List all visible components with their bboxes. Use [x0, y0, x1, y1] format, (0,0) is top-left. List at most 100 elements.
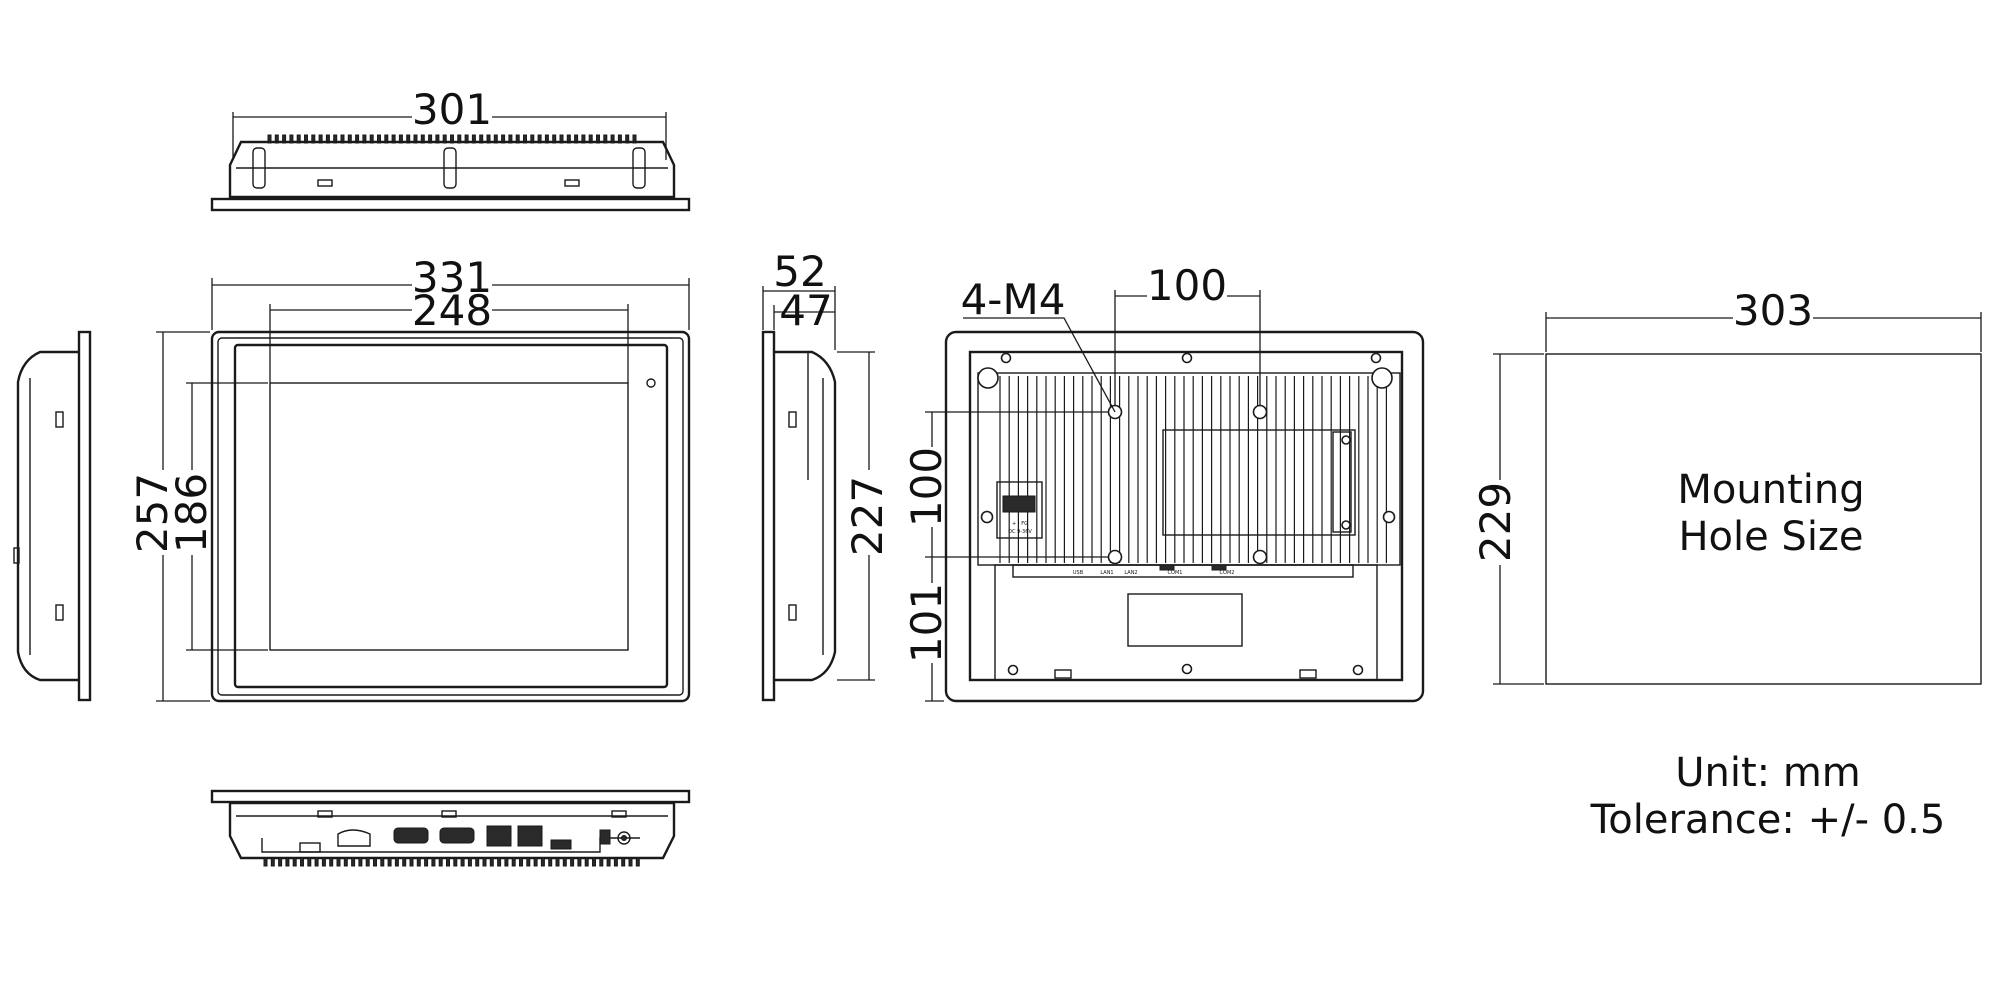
- hole-callout-label: 4-M4: [961, 275, 1066, 324]
- bottom-view-fin: [336, 857, 341, 867]
- bottom-view-fin: [278, 857, 283, 867]
- mounting-cutout: Mounting Hole Size 303 229: [1471, 286, 1982, 685]
- left-side-clip-2: [55, 604, 64, 621]
- front-bezel: [210, 330, 691, 703]
- left-side-view: [13, 330, 92, 702]
- dim-vesa-h-label: 100: [1147, 261, 1227, 310]
- cutout-title-line2: Hole Size: [1678, 514, 1863, 560]
- bottom-view-fin: [300, 857, 304, 867]
- bottom-view-body: [228, 801, 676, 860]
- top-view-standoff-1: [252, 147, 266, 189]
- top-view-fins: [267, 134, 637, 144]
- rear-com2-tab: [1211, 564, 1227, 571]
- rear-bracket-screw-top: [1341, 435, 1351, 445]
- dim-303-label: 303: [1733, 286, 1813, 335]
- rear-io-strip: [1012, 564, 1354, 578]
- bottom-io-cover: [337, 829, 371, 847]
- right-side-clip-1: [788, 411, 797, 428]
- dim-52-label: 52: [773, 247, 826, 296]
- bottom-view-fin: [475, 857, 480, 867]
- bottom-view-fin: [351, 857, 356, 867]
- rear-com1-label: COM1: [1168, 570, 1183, 576]
- bottom-view-fin: [424, 857, 429, 867]
- right-side-body: [774, 350, 837, 682]
- bottom-com2-port: [439, 827, 475, 844]
- bottom-view-fin: [526, 857, 531, 867]
- bottom-view-fin: [621, 857, 626, 867]
- top-view-clip-2: [564, 179, 580, 187]
- rear-label-area: [1162, 429, 1356, 536]
- rear-corner-boss-right: [1371, 367, 1393, 389]
- left-side-clip-1: [55, 411, 64, 428]
- dim-101-label: 101: [902, 583, 951, 663]
- front-bezel-inner: [217, 337, 684, 696]
- top-view: 301: [210, 85, 691, 212]
- bottom-view-fin: [592, 857, 596, 867]
- bottom-view-fin: [584, 857, 589, 867]
- rear-screw-bottom-right: [1352, 664, 1364, 676]
- bottom-view-fin: [533, 857, 538, 867]
- rear-bracket-screw-bottom: [1341, 520, 1351, 530]
- bottom-lan2-port: [517, 825, 543, 847]
- rear-view: + - FG DC 9-36V USB LAN1 LAN2 COM1 COM2 …: [902, 261, 1425, 703]
- rear-bezel: [944, 330, 1425, 703]
- bottom-view-fin: [635, 857, 640, 867]
- dim-vesa-v-label: 100: [902, 447, 951, 527]
- dim-229-label: 229: [1471, 482, 1520, 562]
- bottom-view-fin: [394, 857, 399, 867]
- unit-note: Unit: mm: [1675, 750, 1861, 796]
- bottom-view-fin: [570, 857, 575, 867]
- bottom-view-fin: [365, 857, 370, 867]
- rear-usb-label: USB: [1073, 570, 1084, 576]
- rear-screw-top-left: [1000, 352, 1012, 364]
- dim-227-label: 227: [843, 476, 892, 556]
- bottom-view-fin: [373, 857, 377, 867]
- bottom-view-fin: [387, 857, 392, 867]
- top-view-bezel: [210, 197, 691, 212]
- front-led-indicator: [646, 378, 656, 388]
- bottom-view-fin: [431, 857, 436, 867]
- bottom-dc-terminal: [599, 829, 611, 845]
- bottom-view-fin: [489, 857, 494, 867]
- rear-com1-tab: [1159, 564, 1175, 571]
- rear-sticker-area: [1127, 593, 1243, 647]
- bottom-view-fin: [416, 857, 421, 867]
- bottom-view-fin: [446, 857, 450, 867]
- bottom-lan1-port: [486, 825, 512, 847]
- rear-screw-top-center: [1181, 352, 1193, 364]
- bottom-view-fin: [460, 857, 465, 867]
- rear-bracket: [1332, 431, 1352, 533]
- bottom-view-fin: [380, 857, 385, 867]
- top-view-body: [228, 140, 676, 199]
- bottom-view-fin: [270, 857, 275, 867]
- bottom-view-fin: [285, 857, 290, 867]
- front-view: 331 248 257 186: [128, 253, 691, 703]
- rear-lower-clip-2: [1299, 669, 1317, 679]
- rear-com2-label: COM2: [1220, 570, 1235, 576]
- bottom-view-fin: [329, 857, 334, 867]
- left-side-body: [16, 350, 79, 682]
- dim-331-label: 331: [412, 253, 492, 302]
- right-side-view: 52 47 227: [761, 247, 892, 702]
- bottom-view-fin: [577, 857, 582, 867]
- bottom-view-fin: [613, 857, 618, 867]
- bottom-view-fins: [263, 857, 640, 867]
- rear-power-terminal: [1002, 495, 1036, 513]
- bottom-view-fin: [358, 857, 363, 867]
- bottom-view-fin: [599, 857, 604, 867]
- cutout-outline: [1545, 353, 1982, 685]
- front-active-area: [269, 382, 629, 651]
- vesa-hole-bottom-left: [1107, 549, 1123, 565]
- top-view-standoff-2: [443, 147, 457, 189]
- bottom-power-jack: [617, 831, 631, 845]
- bottom-view-fin: [453, 857, 458, 867]
- bottom-view-fin: [511, 857, 516, 867]
- bottom-view-clip-3: [611, 810, 627, 818]
- bottom-view-fin: [482, 857, 487, 867]
- notes: Unit: mm Tolerance: +/- 0.5: [1590, 750, 1946, 843]
- tolerance-note: Tolerance: +/- 0.5: [1590, 797, 1946, 843]
- rear-lan2-label: LAN2: [1124, 570, 1137, 576]
- dim-248-label: 248: [412, 286, 492, 335]
- bottom-view-fin: [343, 857, 348, 867]
